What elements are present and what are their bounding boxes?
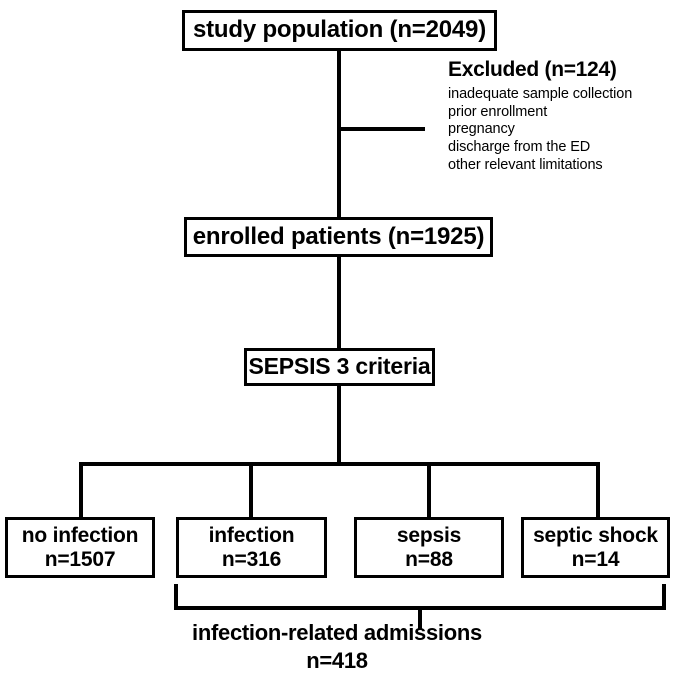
summary-infection-related-admissions: infection-related admissions n=418 xyxy=(0,619,674,674)
connector-drop-no-infection xyxy=(79,462,83,517)
node-sepsis-label: sepsis xyxy=(396,523,462,547)
node-sepsis: sepsis n=88 xyxy=(354,517,504,578)
connector-drop-septic-shock xyxy=(596,462,600,517)
node-infection-count: n=316 xyxy=(221,547,282,571)
node-no-infection-label: no infection xyxy=(21,523,139,547)
summary-count: n=418 xyxy=(306,647,368,673)
summary-label: infection-related admissions xyxy=(192,620,482,645)
node-septic-shock-label: septic shock xyxy=(533,523,658,547)
node-study-population-label: study population (n=2049) xyxy=(192,16,487,44)
node-septic-shock: septic shock n=14 xyxy=(521,517,670,578)
excluded-reason-item: other relevant limitations xyxy=(448,156,603,173)
excluded-reason-item: discharge from the ED xyxy=(448,139,591,156)
connector-enrolled-to-criteria xyxy=(337,257,341,348)
node-enrolled-patients-label: enrolled patients (n=1925) xyxy=(192,222,485,250)
connector-study-to-enrolled xyxy=(337,51,341,217)
node-no-infection-count: n=1507 xyxy=(44,547,116,571)
connector-criteria-to-bus xyxy=(337,386,341,466)
excluded-title: Excluded (n=124) xyxy=(448,58,617,81)
connector-excluded-branch xyxy=(337,127,425,131)
node-septic-shock-count: n=14 xyxy=(571,547,620,571)
connector-bracket-to-summary xyxy=(418,606,422,630)
connector-bracket-right xyxy=(662,584,666,610)
node-sepsis3-criteria: SEPSIS 3 criteria xyxy=(244,348,435,386)
excluded-reason-item: pregnancy xyxy=(448,121,515,138)
node-enrolled-patients: enrolled patients (n=1925) xyxy=(184,217,493,257)
excluded-reason-item: inadequate sample collection xyxy=(448,86,633,103)
node-study-population: study population (n=2049) xyxy=(182,10,497,51)
excluded-reason-item: prior enrollment xyxy=(448,103,548,120)
excluded-annotation: Excluded (n=124) inadequate sample colle… xyxy=(448,58,674,175)
node-infection-label: infection xyxy=(208,523,295,547)
excluded-reason-list: inadequate sample collection prior enrol… xyxy=(448,86,674,174)
connector-outcome-bus xyxy=(79,462,600,466)
node-sepsis-count: n=88 xyxy=(405,547,453,571)
node-infection: infection n=316 xyxy=(176,517,327,578)
connector-drop-sepsis xyxy=(427,462,431,517)
connector-bracket-left xyxy=(174,584,178,610)
connector-drop-infection xyxy=(249,462,253,517)
node-sepsis3-criteria-label: SEPSIS 3 criteria xyxy=(248,353,431,380)
node-no-infection: no infection n=1507 xyxy=(5,517,155,578)
